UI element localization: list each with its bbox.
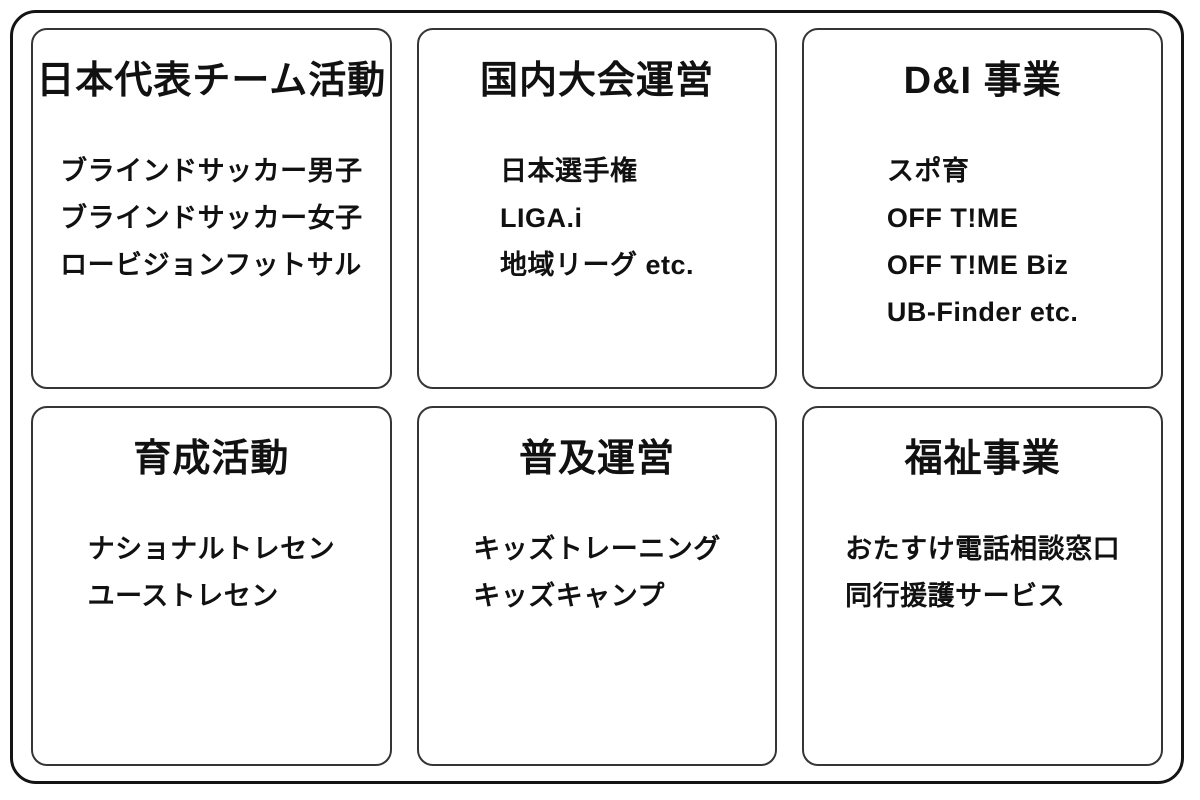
card-item: OFF T!ME Biz [886, 250, 1069, 280]
card-item: キッズトレーニング [473, 533, 721, 564]
card-item-list: ナショナルトレセンユーストレセン [88, 526, 336, 620]
card-item: おたすけ電話相談窓口 [845, 533, 1121, 564]
card-item: ナショナルトレセン [87, 533, 336, 564]
business-area-card-6: 福祉事業 おたすけ電話相談窓口同行援護サービス [802, 405, 1163, 766]
org-activities-frame: 日本代表チーム活動 ブラインドサッカー男子ブラインドサッカー女子ロービジョンフッ… [10, 10, 1184, 784]
card-item: スポ育 [886, 156, 970, 186]
card-item: LIGA.i [499, 203, 583, 233]
business-area-card-2: 国内大会運営 日本選手権 LIGA.i 地域リーグ etc. [416, 28, 778, 389]
business-area-card-5: 普及運営 キッズトレーニングキッズキャンプ [416, 405, 778, 766]
card-item: ユーストレセン [87, 580, 279, 611]
card-item: UB-Finder etc. [886, 297, 1079, 327]
card-item: OFF T!ME [886, 203, 1019, 233]
card-title: 育成活動 [133, 437, 290, 480]
card-item: 地域リーグ etc. [499, 250, 694, 280]
card-item: キッズキャンプ [473, 580, 665, 611]
card-title: 国内大会運営 [479, 60, 714, 102]
business-areas-grid: 日本代表チーム活動 ブラインドサッカー男子ブラインドサッカー女子ロービジョンフッ… [31, 28, 1163, 766]
card-title: 日本代表チーム活動 [36, 60, 387, 102]
card-item-list: キッズトレーニングキッズキャンプ [473, 526, 721, 620]
card-title: 普及運営 [518, 437, 675, 480]
card-item: 日本選手権 [499, 156, 638, 186]
card-item-list: 日本選手権 LIGA.i 地域リーグ etc. [500, 148, 694, 289]
business-area-card-1: 日本代表チーム活動 ブラインドサッカー男子ブラインドサッカー女子ロービジョンフッ… [31, 28, 392, 389]
card-title: D&I 事業 [903, 60, 1062, 102]
card-item: 同行援護サービス [845, 580, 1066, 611]
card-title: 福祉事業 [904, 437, 1061, 480]
business-area-card-4: 育成活動 ナショナルトレセンユーストレセン [31, 405, 392, 766]
card-item-list: ブラインドサッカー男子ブラインドサッカー女子ロービジョンフットサル [60, 148, 363, 289]
card-item: ロービジョンフットサル [60, 250, 362, 280]
card-item-list: おたすけ電話相談窓口同行援護サービス [845, 526, 1120, 620]
card-item: ブラインドサッカー男子 [60, 156, 363, 186]
card-item: ブラインドサッカー女子 [60, 203, 363, 233]
